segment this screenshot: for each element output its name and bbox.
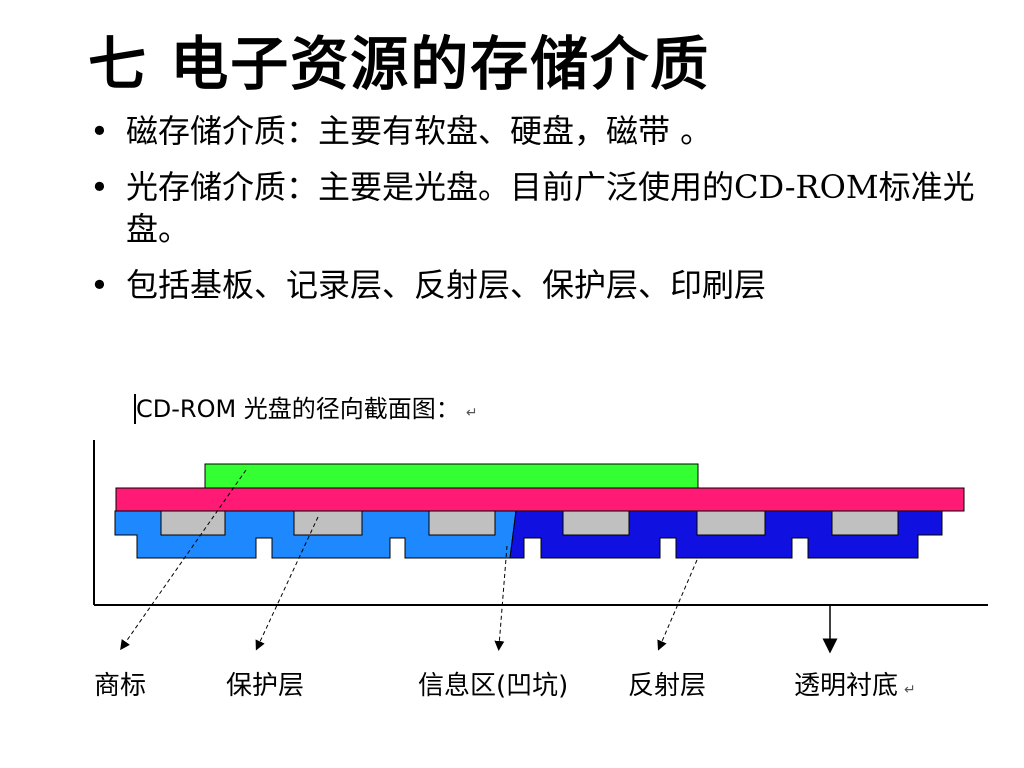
bullet-item-magnetic: • 磁存储介质：主要有软盘、硬盘，磁带 。 — [88, 110, 988, 152]
bullet-text: 磁存储介质：主要有软盘、硬盘，磁带 。 — [126, 112, 713, 150]
bullet-item-optical: • 光存储介质：主要是光盘。目前广泛使用的CD-ROM标准光盘。 — [88, 166, 988, 250]
bullet-item-layers: • 包括基板、记录层、反射层、保护层、印刷层 — [88, 264, 988, 306]
leader-reflective — [657, 559, 698, 651]
paragraph-return-icon: ↵ — [904, 682, 916, 698]
label-layer — [115, 487, 965, 512]
bullet-list: • 磁存储介质：主要有软盘、硬盘，磁带 。 • 光存储介质：主要是光盘。目前广泛… — [88, 110, 988, 320]
label-substrate-text: 透明衬底 — [794, 671, 899, 701]
label-protective-layer: 保护层 — [226, 671, 305, 701]
bullet-marker: • — [90, 112, 109, 150]
label-reflective-layer: 反射层 — [628, 671, 707, 701]
pit-block — [160, 510, 226, 536]
pit-block — [831, 510, 899, 536]
trademark-layer — [204, 463, 699, 489]
bullet-marker: • — [90, 168, 109, 206]
leader-trademark — [120, 469, 247, 651]
paragraph-return-icon: ↵ — [465, 405, 478, 421]
slide-title: 七 电子资源的存储介质 — [88, 30, 711, 98]
bullet-marker: • — [90, 266, 109, 304]
bullet-text: 光存储介质：主要是光盘。目前广泛使用的CD-ROM标准光盘。 — [126, 168, 975, 248]
pit-block — [293, 510, 363, 536]
diagram-caption: CD-ROM 光盘的径向截面图： ↵ — [136, 392, 478, 430]
pit-block — [428, 510, 496, 536]
label-substrate: 透明衬底 ↵ — [794, 666, 916, 710]
leader-protective — [255, 516, 319, 651]
label-trademark: 商标 — [94, 671, 147, 701]
pit-block — [562, 510, 630, 536]
bullet-text: 包括基板、记录层、反射层、保护层、印刷层 — [126, 266, 767, 304]
text-cursor — [134, 394, 136, 424]
leader-info-area — [494, 545, 508, 651]
diagram-caption-text: CD-ROM 光盘的径向截面图： — [136, 395, 460, 423]
label-info-area: 信息区(凹坑) — [418, 671, 569, 701]
pit-block — [696, 510, 766, 536]
